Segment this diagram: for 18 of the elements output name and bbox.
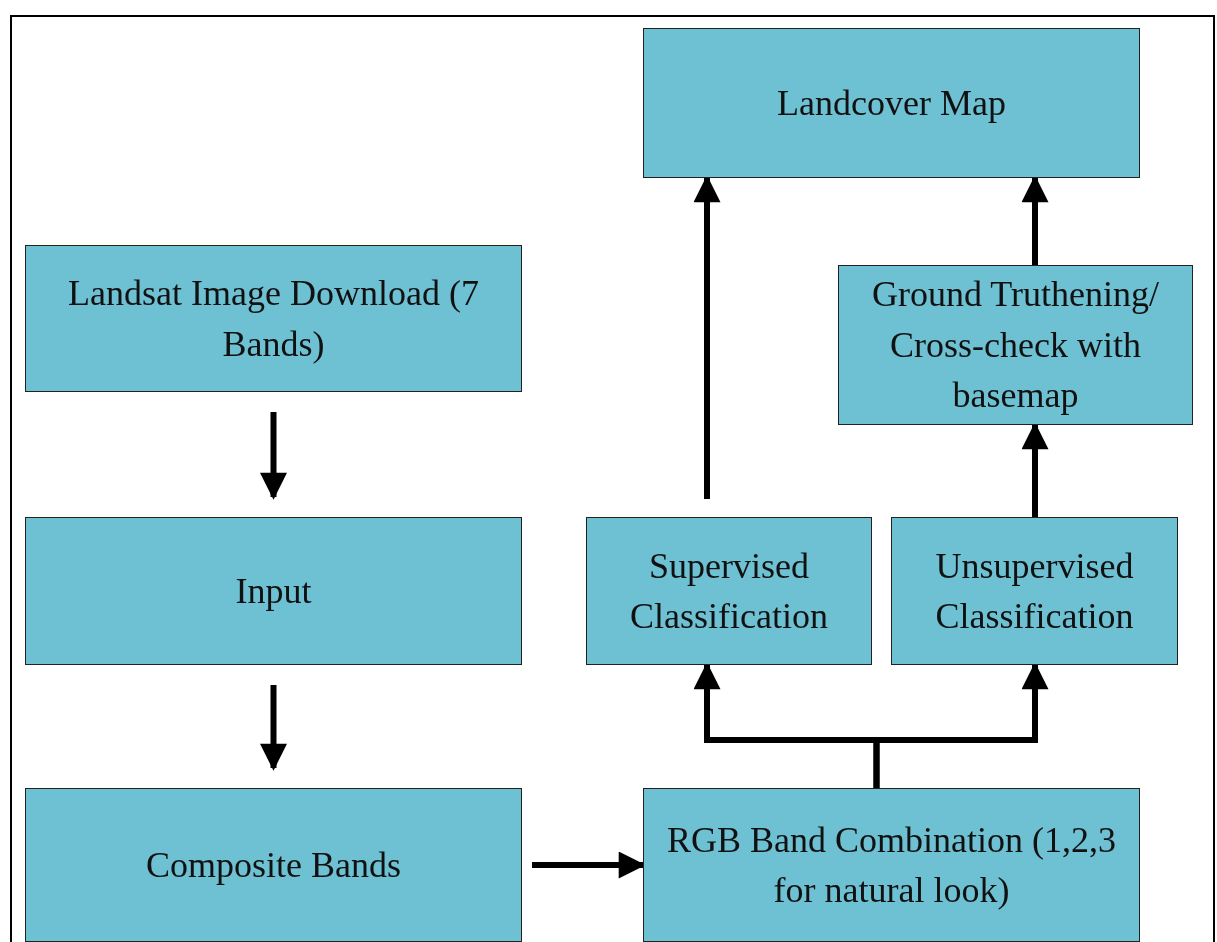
box-label: Landsat Image Download (7 Bands) [67, 272, 480, 366]
box-label: Landcover Map [777, 81, 1006, 125]
box-label: Ground Truthening/ Cross-check with basemap [870, 273, 1160, 418]
box-label: RGB Band Combination (1,2,3 for natural look) [666, 818, 1117, 912]
process-box [25, 245, 522, 392]
process-box [838, 265, 1193, 425]
process-box [25, 517, 522, 665]
process-box [891, 517, 1178, 665]
process-box [25, 788, 522, 942]
process-box [586, 517, 872, 665]
box-label: Input [235, 569, 312, 613]
box-label: Supervised Classification [629, 544, 829, 638]
arrow [260, 685, 287, 771]
process-box [643, 788, 1140, 942]
arrow [260, 412, 287, 500]
process-box [643, 28, 1140, 178]
box-label: Composite Bands [146, 843, 401, 887]
box-label: Unsupervised Classification [934, 544, 1135, 638]
